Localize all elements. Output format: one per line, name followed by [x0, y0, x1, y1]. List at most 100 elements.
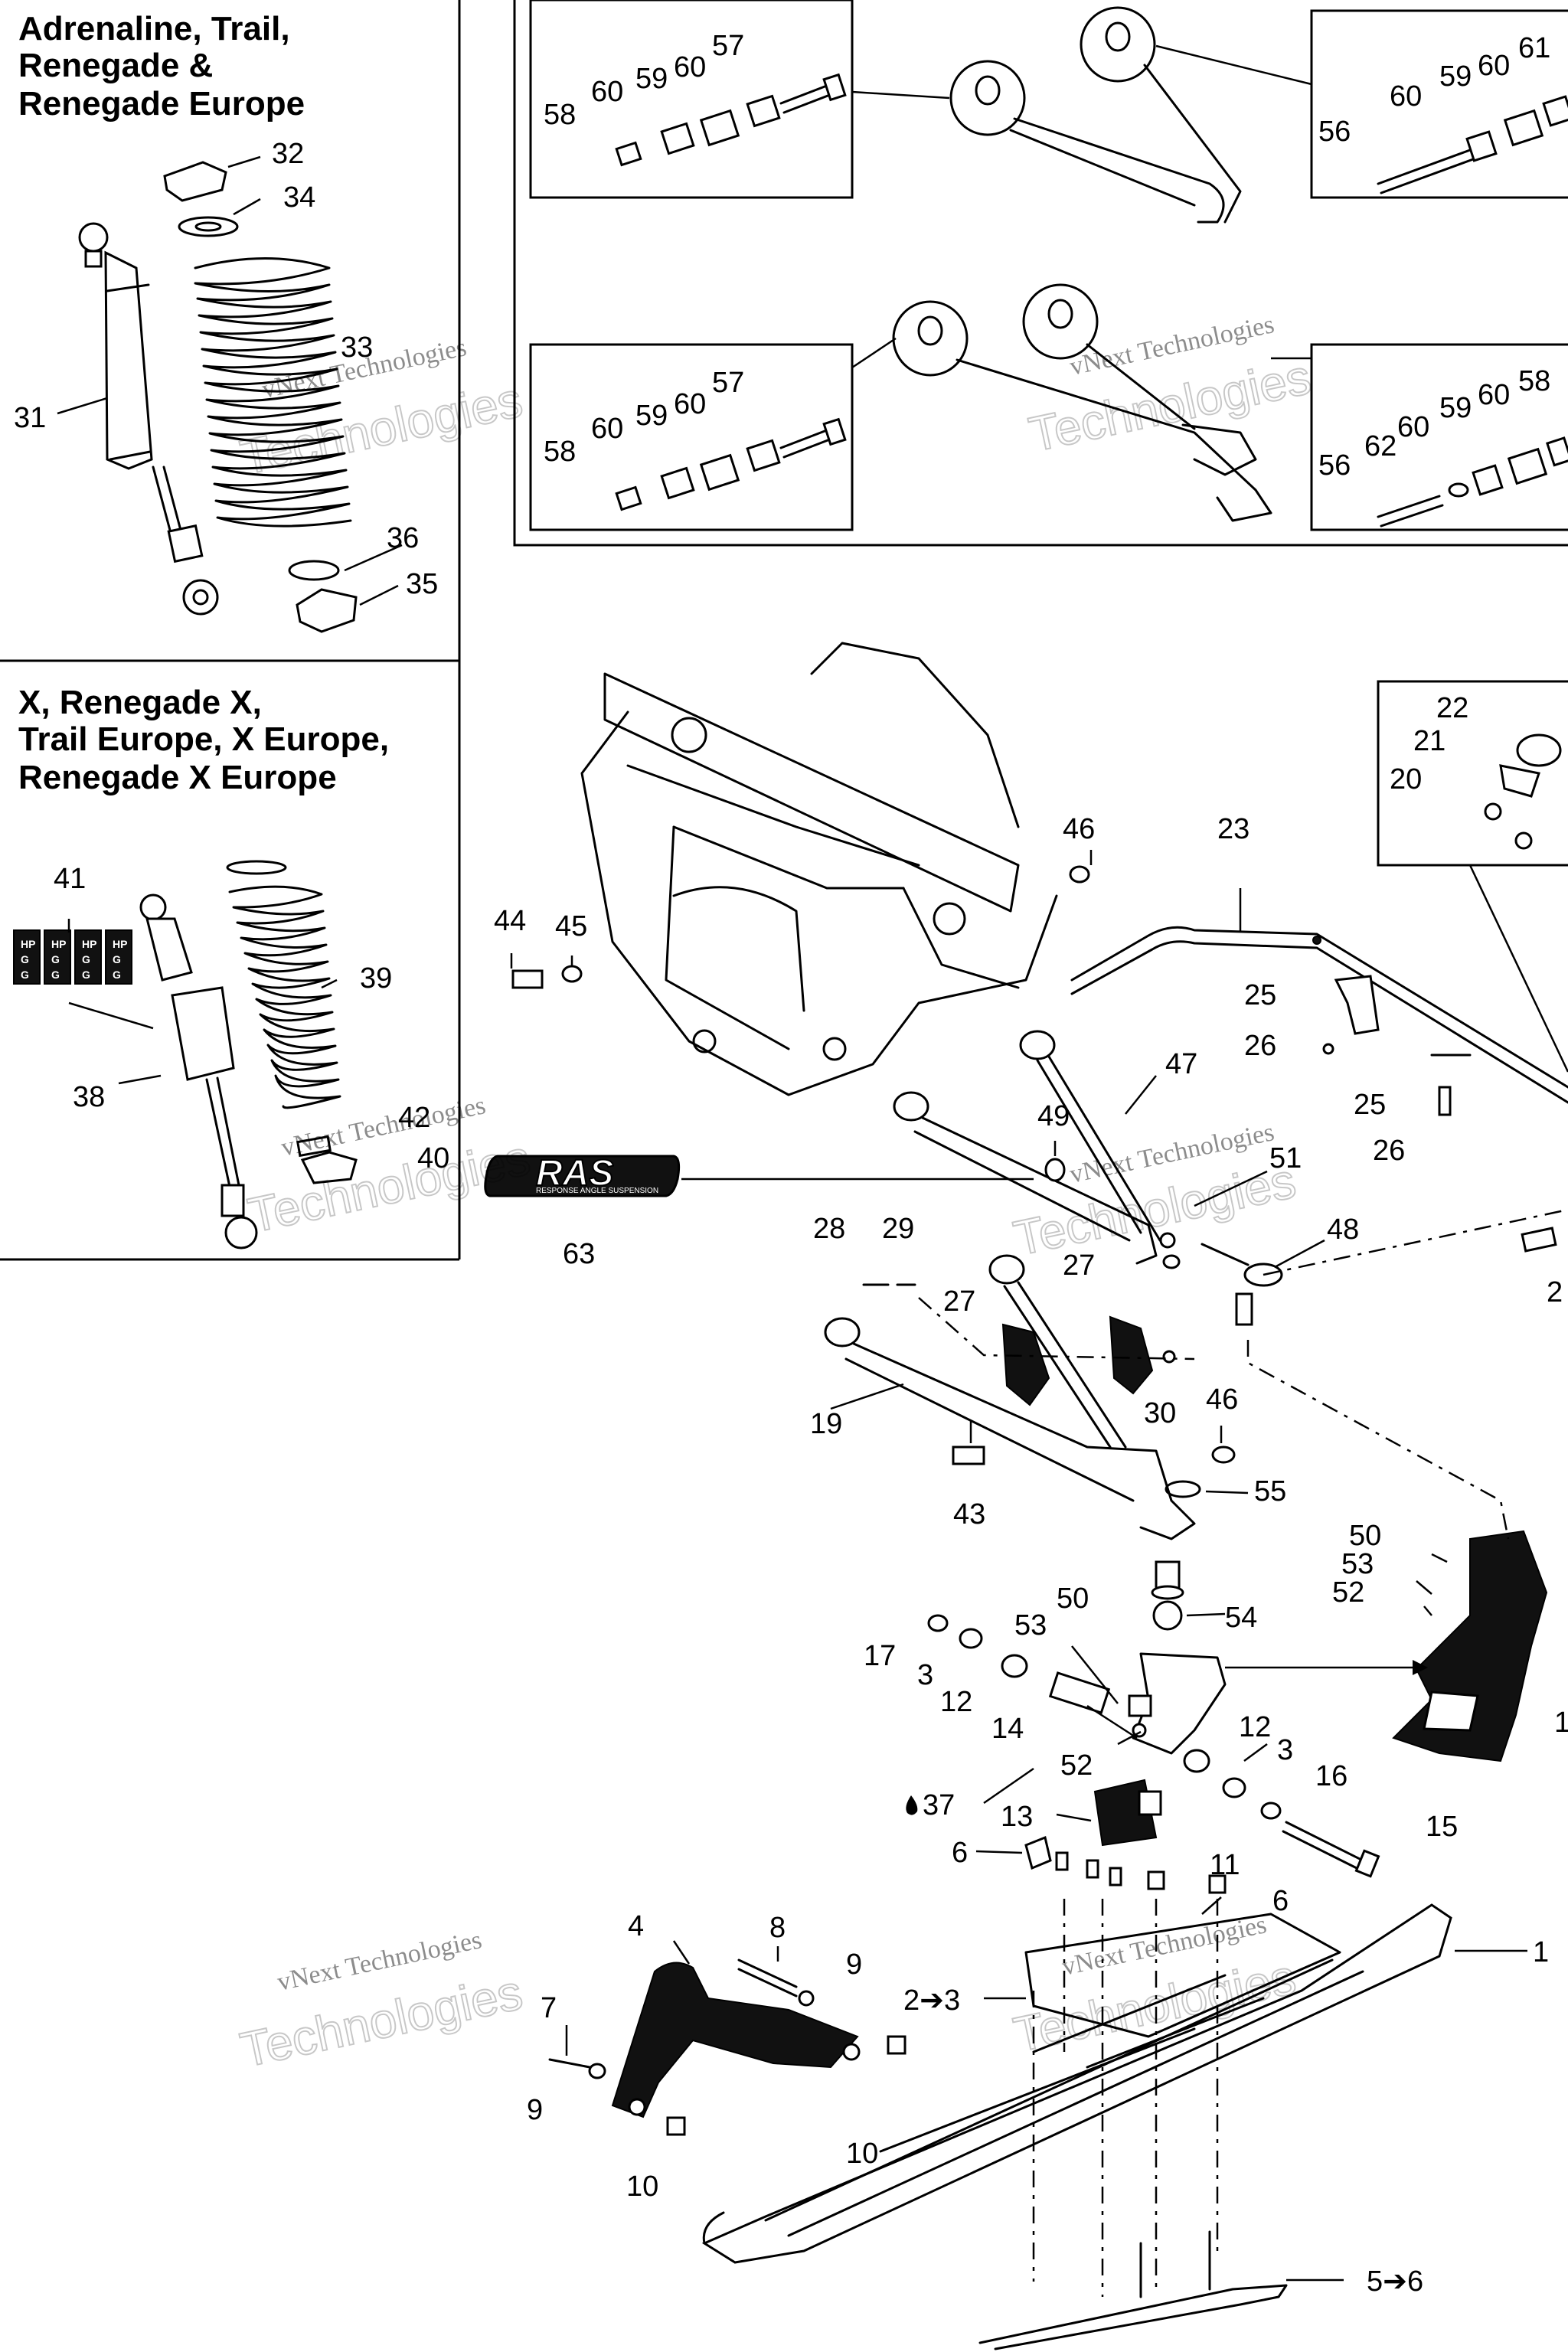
callout-19: 19	[810, 1408, 842, 1440]
callout-59-tr: 59	[1439, 60, 1472, 93]
callout-28: 28	[813, 1213, 845, 1245]
sway-bar-23	[1070, 926, 1568, 1104]
callout-52-b: 52	[1060, 1749, 1093, 1782]
ski-hardware	[548, 1835, 1227, 2136]
svg-text:G: G	[51, 969, 60, 981]
callout-50-b: 50	[1057, 1583, 1089, 1615]
callout-60-tr-b: 60	[1478, 50, 1510, 82]
svg-text:G: G	[21, 953, 29, 965]
svg-text:HP: HP	[113, 938, 127, 950]
callout-33: 33	[341, 332, 373, 364]
detail-hardware-bottom-left	[615, 417, 847, 511]
callout-14: 14	[991, 1713, 1024, 1745]
ski-leg-bracket-1x	[1392, 1530, 1548, 1762]
callout-47: 47	[1165, 1048, 1197, 1080]
panel-frames	[0, 0, 1568, 1261]
callout-38: 38	[73, 1081, 105, 1113]
leader-box-tl	[851, 90, 950, 100]
callout-60-br-a: 60	[1397, 411, 1429, 443]
callout-6-b: 6	[1272, 1885, 1289, 1917]
svg-text:G: G	[82, 953, 90, 965]
callout-1-edge: 1	[1554, 1707, 1568, 1739]
callout-49: 49	[1037, 1100, 1070, 1132]
callout-7: 7	[541, 1992, 557, 2024]
dashed-line-1	[918, 1297, 1195, 1361]
callout-40: 40	[417, 1142, 449, 1174]
callout-30: 30	[1144, 1397, 1176, 1429]
callout-52-a: 52	[1332, 1576, 1364, 1609]
callout-25-a: 25	[1244, 979, 1276, 1011]
callout-63: 63	[563, 1238, 595, 1270]
callout-25-b: 25	[1354, 1089, 1386, 1121]
callout-10-a: 10	[626, 2171, 658, 2203]
panel-1-title-line-3: Renegade Europe	[18, 85, 305, 122]
detail-hardware-top-left	[615, 73, 847, 167]
callout-9-a: 9	[846, 1949, 862, 1981]
dashed-line-3	[1263, 1208, 1568, 1276]
callout-46-b: 46	[1206, 1383, 1238, 1416]
callout-46-a: 46	[1063, 813, 1095, 845]
svg-text:HP: HP	[51, 938, 66, 950]
callout-26-b: 26	[1373, 1135, 1405, 1167]
panel-1-title-line-1: Adrenaline, Trail,	[18, 10, 290, 47]
spring-seat-32	[163, 161, 227, 202]
detail-hardware-top-right	[1377, 95, 1568, 194]
svg-text:G: G	[51, 953, 60, 965]
svg-text:HP: HP	[21, 938, 35, 950]
callout-23: 23	[1217, 813, 1250, 845]
svg-text:HP: HP	[82, 938, 96, 950]
panel-2-title-line-2: Trail Europe, X Europe,	[18, 720, 389, 758]
callout-9-b: 9	[527, 2094, 543, 2126]
callout-56-br: 56	[1318, 449, 1351, 482]
ras-logo-subtext: RESPONSE ANGLE SUSPENSION	[536, 1187, 658, 1195]
callout-34: 34	[283, 181, 315, 214]
leader-box-tr	[1155, 44, 1312, 86]
spring-39	[226, 860, 341, 1109]
callout-51: 51	[1269, 1142, 1302, 1174]
spring-seat-40	[300, 1151, 358, 1184]
callout-55: 55	[1254, 1475, 1286, 1508]
callout-60-tl-b: 60	[674, 51, 706, 83]
washer-34	[178, 216, 239, 237]
bracket-22-21-20	[1468, 733, 1568, 1073]
bumpers-27	[1001, 1315, 1154, 1406]
ski-handle-4	[611, 1962, 861, 2118]
callout-59-br: 59	[1439, 392, 1472, 424]
callout-5-to-6: 5➔6	[1367, 2265, 1423, 2298]
callout-59-tl: 59	[635, 63, 668, 95]
panel-2-title-line-3: Renegade X Europe	[18, 759, 337, 796]
callout-21: 21	[1413, 725, 1446, 757]
callout-22: 22	[1436, 692, 1468, 724]
callout-57-tl: 57	[712, 30, 744, 62]
callout-53-b: 53	[1014, 1609, 1047, 1642]
callout-39: 39	[360, 962, 392, 995]
ras-logo-decal-63: RAS RESPONSE ANGLE SUSPENSION	[484, 1152, 681, 1197]
callout-60-bl-a: 60	[591, 413, 623, 445]
callout-20: 20	[1390, 763, 1422, 795]
callout-57-bl: 57	[712, 367, 744, 399]
spring-stop-35	[296, 588, 358, 633]
svg-text:G: G	[82, 969, 90, 981]
panel-2-title-line-1: X, Renegade X,	[18, 684, 262, 721]
callout-12-a: 12	[940, 1686, 972, 1718]
callout-41: 41	[54, 863, 86, 895]
callout-54: 54	[1225, 1602, 1257, 1634]
callout-29: 29	[882, 1213, 914, 1245]
small-fasteners	[511, 865, 1472, 1498]
callout-labels: 32 34 33 31 36 35 41 39 38 42 40 63 57 6…	[14, 30, 1568, 2298]
callout-12-b: 12	[1239, 1711, 1271, 1743]
callout-60-bl-b: 60	[674, 388, 706, 420]
upper-a-arm-sketch	[892, 6, 1272, 522]
callout-53-a: 53	[1341, 1548, 1374, 1580]
callout-31: 31	[14, 402, 46, 434]
callout-3-b: 3	[1277, 1734, 1293, 1766]
callout-59-bl: 59	[635, 400, 668, 432]
callout-32: 32	[272, 138, 304, 170]
lower-a-arm-19	[824, 1254, 1196, 1540]
callout-48: 48	[1327, 1214, 1359, 1246]
callout-42: 42	[398, 1102, 430, 1134]
spindle-50-area	[1128, 1652, 1227, 1755]
spindle-hardware	[927, 1614, 1380, 1878]
callout-60-br-b: 60	[1478, 379, 1510, 411]
ski-1	[701, 1903, 1452, 2350]
